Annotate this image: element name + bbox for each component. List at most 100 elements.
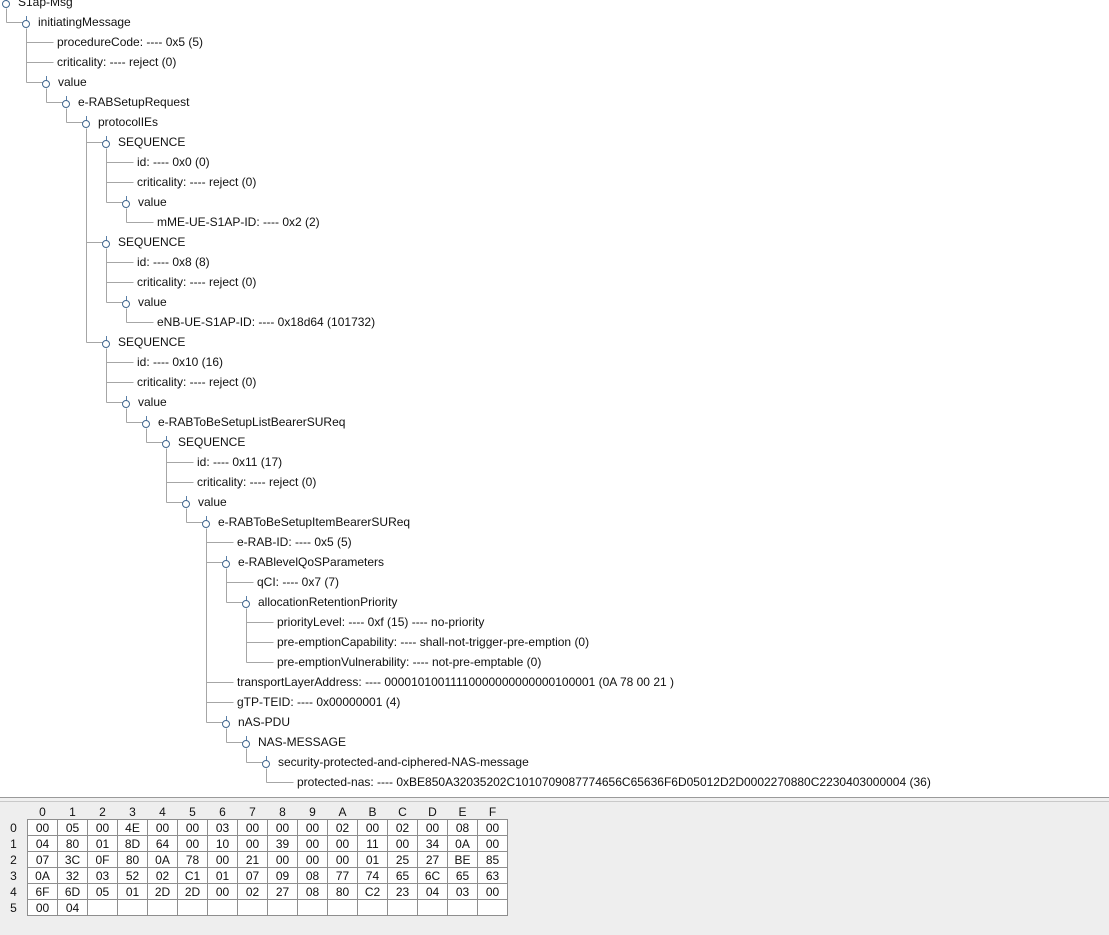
expand-toggle-icon[interactable] bbox=[222, 716, 231, 728]
expand-toggle-icon[interactable] bbox=[262, 756, 271, 768]
hex-byte-cell[interactable]: 08 bbox=[297, 883, 328, 900]
tree-node[interactable]: value bbox=[182, 492, 227, 512]
hex-byte-cell[interactable]: 64 bbox=[147, 835, 178, 852]
hex-byte-cell[interactable] bbox=[297, 899, 328, 916]
hex-byte-cell[interactable]: 00 bbox=[27, 819, 58, 836]
expand-toggle-icon[interactable] bbox=[162, 436, 171, 448]
hex-byte-cell[interactable]: 65 bbox=[387, 867, 418, 884]
hex-byte-cell[interactable]: 01 bbox=[357, 851, 388, 868]
hex-byte-cell[interactable]: 63 bbox=[477, 867, 508, 884]
hex-byte-cell[interactable]: 39 bbox=[267, 835, 298, 852]
hex-byte-cell[interactable]: 52 bbox=[117, 867, 148, 884]
hex-byte-cell[interactable]: 0A bbox=[147, 851, 178, 868]
tree-node[interactable]: SEQUENCE bbox=[102, 332, 185, 352]
hex-byte-cell[interactable]: 08 bbox=[447, 819, 478, 836]
hex-byte-cell[interactable]: 0A bbox=[27, 867, 58, 884]
hex-byte-cell[interactable]: 00 bbox=[267, 851, 298, 868]
tree-node[interactable]: id: ---- 0x11 (17) bbox=[195, 452, 282, 472]
hex-byte-cell[interactable]: 0A bbox=[447, 835, 478, 852]
hex-byte-cell[interactable]: 02 bbox=[237, 883, 268, 900]
tree-node[interactable]: criticality: ---- reject (0) bbox=[135, 372, 256, 392]
hex-byte-cell[interactable]: 00 bbox=[237, 819, 268, 836]
hex-byte-cell[interactable]: 74 bbox=[357, 867, 388, 884]
tree-node[interactable]: id: ---- 0x0 (0) bbox=[135, 152, 210, 172]
hex-byte-cell[interactable]: 21 bbox=[237, 851, 268, 868]
tree-node[interactable]: e-RABlevelQoSParameters bbox=[222, 552, 384, 572]
hex-byte-cell[interactable]: 02 bbox=[147, 867, 178, 884]
hex-byte-cell[interactable]: 2D bbox=[177, 883, 208, 900]
hex-byte-cell[interactable]: 00 bbox=[357, 819, 388, 836]
hex-byte-cell[interactable] bbox=[117, 899, 148, 916]
tree-node[interactable]: NAS-MESSAGE bbox=[242, 732, 346, 752]
tree-node[interactable]: eNB-UE-S1AP-ID: ---- 0x18d64 (101732) bbox=[155, 312, 375, 332]
hex-byte-cell[interactable]: 02 bbox=[387, 819, 418, 836]
hex-byte-cell[interactable]: 01 bbox=[87, 835, 118, 852]
expand-toggle-icon[interactable] bbox=[102, 236, 111, 248]
tree-node[interactable]: e-RABToBeSetupListBearerSUReq bbox=[142, 412, 345, 432]
expand-toggle-icon[interactable] bbox=[142, 416, 151, 428]
tree-node[interactable]: allocationRetentionPriority bbox=[242, 592, 397, 612]
tree-node[interactable]: e-RABToBeSetupItemBearerSUReq bbox=[202, 512, 410, 532]
hex-byte-cell[interactable]: 00 bbox=[207, 851, 238, 868]
hex-byte-cell[interactable]: 00 bbox=[327, 851, 358, 868]
tree-node[interactable]: security-protected-and-ciphered-NAS-mess… bbox=[262, 752, 529, 772]
hex-byte-cell[interactable]: 00 bbox=[417, 819, 448, 836]
hex-byte-cell[interactable]: 00 bbox=[207, 883, 238, 900]
tree-node[interactable]: nAS-PDU bbox=[222, 712, 290, 732]
tree-node[interactable]: qCI: ---- 0x7 (7) bbox=[255, 572, 339, 592]
expand-toggle-icon[interactable] bbox=[122, 196, 131, 208]
hex-byte-cell[interactable] bbox=[87, 899, 118, 916]
expand-toggle-icon[interactable] bbox=[102, 136, 111, 148]
hex-byte-cell[interactable] bbox=[267, 899, 298, 916]
hex-byte-cell[interactable]: 00 bbox=[297, 851, 328, 868]
hex-byte-cell[interactable]: 00 bbox=[477, 883, 508, 900]
tree-node[interactable]: criticality: ---- reject (0) bbox=[135, 172, 256, 192]
hex-byte-cell[interactable]: 00 bbox=[237, 835, 268, 852]
tree-node[interactable]: value bbox=[122, 192, 167, 212]
tree-node[interactable]: value bbox=[42, 72, 87, 92]
expand-toggle-icon[interactable] bbox=[242, 596, 251, 608]
hex-byte-cell[interactable]: 6C bbox=[417, 867, 448, 884]
hex-byte-cell[interactable]: 00 bbox=[297, 819, 328, 836]
tree-node[interactable]: id: ---- 0x10 (16) bbox=[135, 352, 223, 372]
hex-byte-cell[interactable]: 23 bbox=[387, 883, 418, 900]
hex-byte-cell[interactable]: 27 bbox=[267, 883, 298, 900]
expand-toggle-icon[interactable] bbox=[62, 96, 71, 108]
hex-byte-cell[interactable]: 00 bbox=[27, 899, 58, 916]
hex-byte-cell[interactable]: 00 bbox=[477, 835, 508, 852]
hex-byte-cell[interactable]: 01 bbox=[207, 867, 238, 884]
hex-byte-cell[interactable] bbox=[177, 899, 208, 916]
hex-byte-cell[interactable] bbox=[417, 899, 448, 916]
tree-node[interactable]: pre-emptionCapability: ---- shall-not-tr… bbox=[275, 632, 589, 652]
hex-byte-cell[interactable]: 03 bbox=[207, 819, 238, 836]
tree-node[interactable]: priorityLevel: ---- 0xf (15) ---- no-pri… bbox=[275, 612, 484, 632]
hex-byte-cell[interactable]: 10 bbox=[207, 835, 238, 852]
hex-byte-cell[interactable]: 4E bbox=[117, 819, 148, 836]
hex-byte-cell[interactable]: 80 bbox=[117, 851, 148, 868]
tree-node[interactable]: pre-emptionVulnerability: ---- not-pre-e… bbox=[275, 652, 541, 672]
tree-node[interactable]: value bbox=[122, 292, 167, 312]
tree-node[interactable]: S1ap-Msg bbox=[2, 0, 73, 12]
hex-byte-cell[interactable]: 0F bbox=[87, 851, 118, 868]
hex-byte-cell[interactable]: 00 bbox=[327, 835, 358, 852]
tree-node[interactable]: protected-nas: ---- 0xBE850A32035202C101… bbox=[295, 772, 931, 792]
expand-toggle-icon[interactable] bbox=[102, 336, 111, 348]
tree-node[interactable]: value bbox=[122, 392, 167, 412]
tree-node[interactable]: criticality: ---- reject (0) bbox=[195, 472, 316, 492]
expand-toggle-icon[interactable] bbox=[2, 0, 11, 8]
hex-byte-cell[interactable]: 34 bbox=[417, 835, 448, 852]
tree-node[interactable]: mME-UE-S1AP-ID: ---- 0x2 (2) bbox=[155, 212, 320, 232]
hex-byte-cell[interactable]: 32 bbox=[57, 867, 88, 884]
hex-byte-cell[interactable]: 80 bbox=[327, 883, 358, 900]
hex-byte-cell[interactable]: 3C bbox=[57, 851, 88, 868]
hex-byte-cell[interactable]: 02 bbox=[327, 819, 358, 836]
tree-node[interactable]: transportLayerAddress: ---- 000010100111… bbox=[235, 672, 674, 692]
hex-byte-cell[interactable]: 07 bbox=[237, 867, 268, 884]
hex-byte-cell[interactable] bbox=[147, 899, 178, 916]
hex-byte-cell[interactable]: 85 bbox=[477, 851, 508, 868]
hex-byte-cell[interactable] bbox=[447, 899, 478, 916]
hex-byte-cell[interactable] bbox=[237, 899, 268, 916]
expand-toggle-icon[interactable] bbox=[122, 296, 131, 308]
hex-byte-cell[interactable]: 05 bbox=[87, 883, 118, 900]
hex-byte-cell[interactable]: 03 bbox=[447, 883, 478, 900]
